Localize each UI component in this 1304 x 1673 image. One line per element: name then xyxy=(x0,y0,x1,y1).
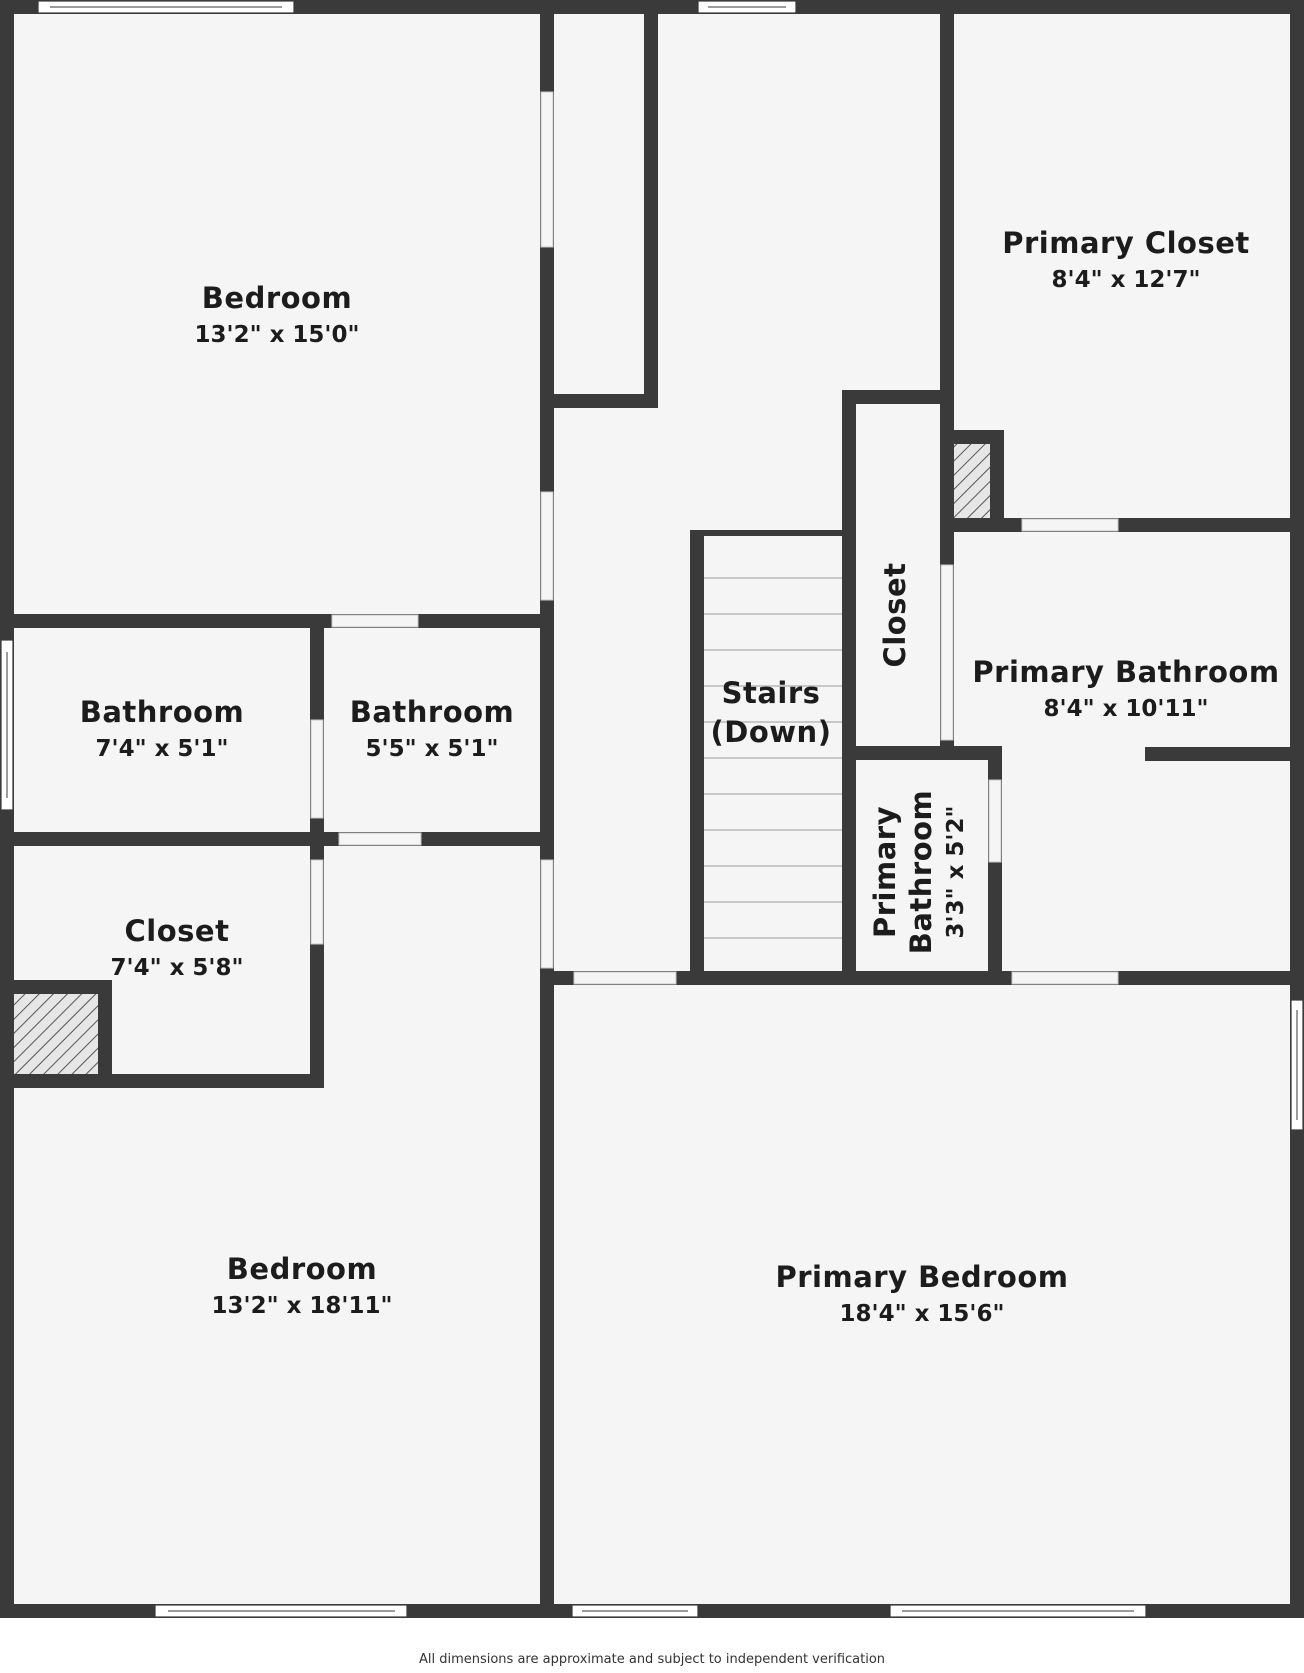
room-name-closet-small: Closet xyxy=(125,914,230,948)
room-dims-primary-bathroom-small: 3'3" x 5'2" xyxy=(943,806,969,939)
room-name-primary-bathroom: Primary Bathroom xyxy=(972,655,1279,689)
room-dims-primary-closet: 8'4" x 12'7" xyxy=(1052,267,1201,293)
room-name-bedroom-bottom: Bedroom xyxy=(227,1252,377,1286)
room-name-bathroom-b: Bathroom xyxy=(350,695,515,729)
room-name-primary-bathroom-small-line1: Primary xyxy=(868,806,902,938)
room-name-primary-bathroom-small-line2: Bathroom xyxy=(904,790,938,955)
room-dims-closet-small: 7'4" x 5'8" xyxy=(111,955,244,981)
window xyxy=(37,0,295,14)
window xyxy=(154,1604,408,1618)
chase-hatch xyxy=(954,444,990,518)
room-name-primary-closet: Primary Closet xyxy=(1002,226,1250,260)
room-dims-bedroom-top: 13'2" x 15'0" xyxy=(195,322,360,348)
room-name-stairs: Stairs xyxy=(722,676,821,710)
window xyxy=(571,1604,699,1618)
small-primary-bathroom-label: Primary Bathroom 3'3" x 5'2" xyxy=(868,790,969,955)
room-dims-primary-bedroom: 18'4" x 15'6" xyxy=(840,1301,1005,1327)
window xyxy=(697,0,797,14)
window xyxy=(1290,999,1304,1131)
room-name-bedroom-top: Bedroom xyxy=(202,281,352,315)
room-dims-bedroom-bottom: 13'2" x 18'11" xyxy=(212,1293,393,1319)
chase-hatch xyxy=(14,994,98,1074)
stair-treads xyxy=(704,577,842,939)
disclaimer-note: All dimensions are approximate and subje… xyxy=(418,1652,886,1667)
room-name-bathroom-a: Bathroom xyxy=(80,695,245,729)
room-name-closet-hall: Closet xyxy=(878,563,912,668)
window xyxy=(889,1604,1147,1618)
room-name-stairs-direction: (Down) xyxy=(711,715,832,749)
room-dims-bathroom-b: 5'5" x 5'1" xyxy=(366,736,499,762)
room-name-primary-bedroom: Primary Bedroom xyxy=(776,1260,1069,1294)
room-dims-primary-bathroom: 8'4" x 10'11" xyxy=(1044,696,1209,722)
windows xyxy=(0,0,1304,1618)
window xyxy=(0,639,14,811)
room-dims-bathroom-a: 7'4" x 5'1" xyxy=(96,736,229,762)
door-openings xyxy=(310,91,1119,985)
